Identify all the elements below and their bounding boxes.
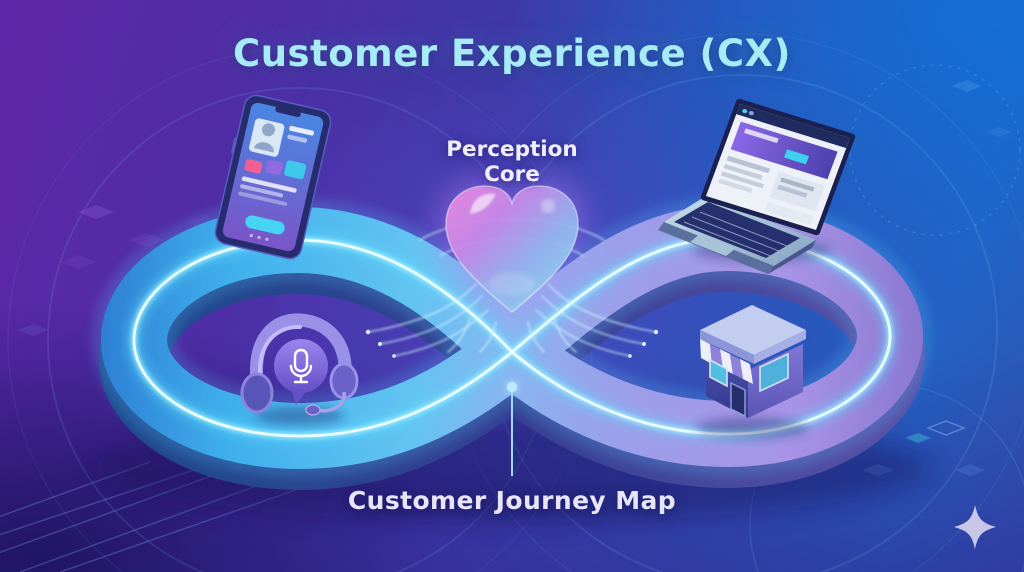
callout-line <box>503 378 521 476</box>
heart-icon <box>436 177 588 321</box>
storefront-icon <box>696 305 808 439</box>
sparkle-icon <box>954 505 996 549</box>
infinity-loop <box>92 196 932 490</box>
laptop-icon <box>658 98 856 274</box>
headset-icon <box>240 313 359 425</box>
smartphone-icon <box>214 94 332 260</box>
loop-neon-line <box>125 230 898 444</box>
